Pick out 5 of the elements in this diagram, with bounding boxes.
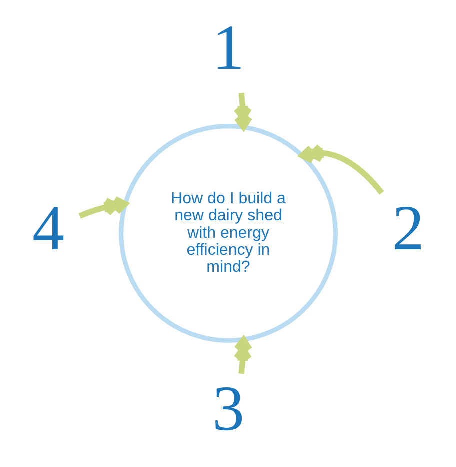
node-circle: How do I build a new dairy shed with energy efficiency in mind? [118, 124, 338, 343]
node-text: 4 [32, 192, 64, 264]
node-text: 1 [212, 12, 244, 83]
node-text: 3 [212, 372, 244, 444]
node-text: 2 [392, 192, 424, 264]
